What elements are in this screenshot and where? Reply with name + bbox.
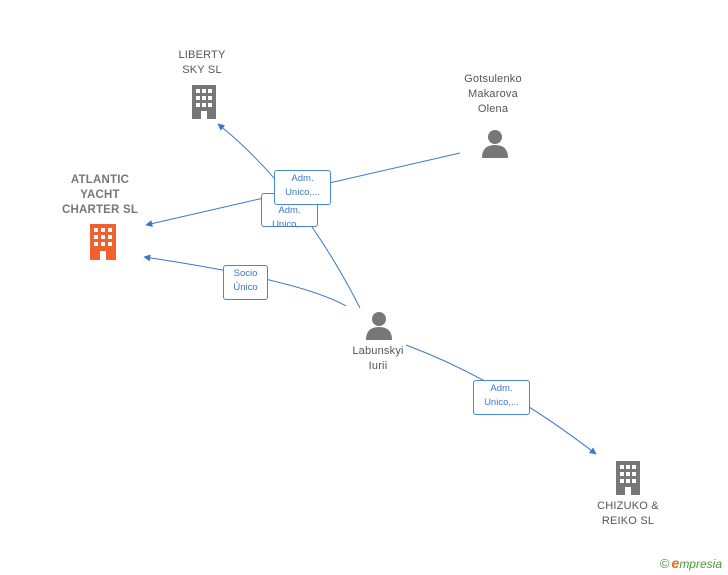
person-icon[interactable] xyxy=(480,128,510,158)
edge-labunskyi-atlantic xyxy=(143,254,347,307)
building-icon[interactable] xyxy=(87,224,119,260)
person-icon[interactable] xyxy=(364,310,394,340)
node-label-gotsulenko[interactable]: Gotsulenko Makarova Olena xyxy=(464,73,522,115)
node-label-liberty-sky[interactable]: LIBERTY SKY SL xyxy=(178,49,226,76)
building-icon[interactable] xyxy=(613,461,643,495)
node-label-atlantic-yacht-charter[interactable]: ATLANTIC YACHT CHARTER SL xyxy=(61,174,139,216)
node-label-labunskyi[interactable]: Labunskyi Iurii xyxy=(352,345,404,372)
edge-label-adm-unico[interactable]: Adm. Unico,... xyxy=(274,170,331,205)
edge-label-adm-unico-chizuko[interactable]: Adm. Unico,... xyxy=(473,380,530,415)
building-icon[interactable] xyxy=(189,85,219,119)
edge-label-adm-unico-back[interactable]: Adm. Unico,... xyxy=(261,193,318,230)
empresia-logo[interactable]: ©empresia xyxy=(659,555,722,571)
node-label-chizuko-reiko[interactable]: CHIZUKO & REIKO SL xyxy=(597,500,659,527)
edge-label-socio-unico[interactable]: Socio Único xyxy=(223,265,268,300)
copyright-icon: © xyxy=(659,556,670,571)
